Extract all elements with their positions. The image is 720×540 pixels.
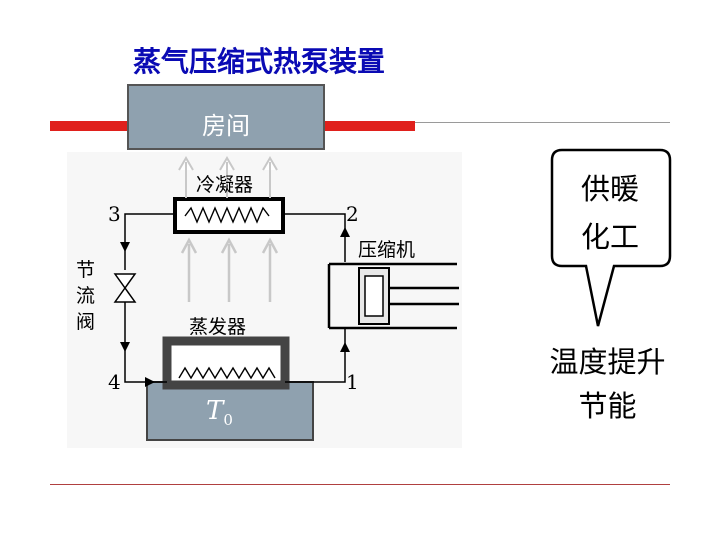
heat-source-symbol: T (206, 396, 224, 426)
compressor (327, 262, 459, 330)
heat-input-arrows (180, 237, 279, 302)
heat-rejection-arrows (178, 156, 278, 198)
benefit-text: 温度提升 节能 (530, 340, 685, 428)
state-point-2: 2 (346, 202, 359, 226)
condenser-coil (184, 206, 270, 224)
heat-source-block (146, 381, 314, 441)
bubble-line-2: 化工 (580, 220, 639, 254)
heat-source-label: T0 (206, 396, 233, 429)
benefit-line-1: 温度提升 (549, 345, 666, 379)
condenser-box (173, 197, 285, 234)
state-point-4: 4 (108, 370, 121, 394)
benefit-line-2: 节能 (578, 389, 637, 423)
evaporator-label: 蒸发器 (189, 316, 247, 338)
heat-source-subscript: 0 (223, 411, 233, 430)
evaporator-box (162, 336, 290, 390)
state-point-3: 3 (108, 202, 121, 226)
flow-arrows (120, 227, 350, 387)
bubble-text: 供暖 化工 (560, 165, 660, 261)
throttle-valve (113, 273, 137, 303)
speech-bubble (550, 148, 672, 327)
evaporator-coil (178, 366, 276, 380)
condenser-label: 冷凝器 (196, 174, 254, 196)
heat-pump-diagram (113, 156, 459, 441)
divider-line (415, 122, 670, 123)
room-label: 房间 (202, 112, 250, 140)
room-box: 房间 (127, 84, 325, 150)
state-point-1: 1 (346, 370, 359, 394)
compressor-label: 压缩机 (358, 239, 416, 261)
throttle-valve-label: 节流阀 (76, 259, 96, 333)
slide-title: 蒸气压缩式热泵装置 (133, 45, 386, 78)
bubble-line-1: 供暖 (580, 172, 639, 206)
bottom-divider-line (50, 484, 670, 485)
